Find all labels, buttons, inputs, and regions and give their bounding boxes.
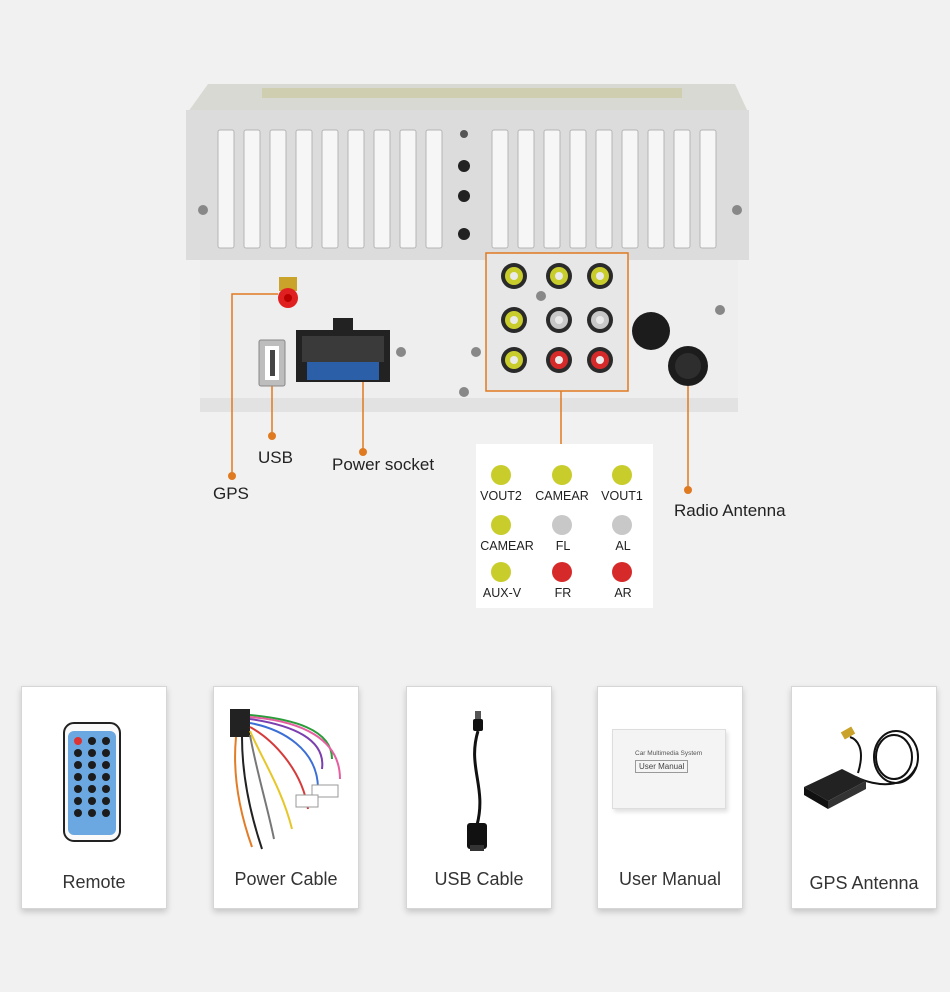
accessory-label: Remote (62, 872, 126, 892)
rca-jack (587, 307, 613, 333)
manual-cover-line-1: Car Multimedia System (635, 750, 703, 757)
rca-legend-label: FL (555, 539, 571, 553)
rca-legend-label: AUX-V (482, 586, 522, 600)
rca-legend-label: CAMEAR (480, 539, 534, 553)
gps-label: GPS (213, 484, 249, 503)
rca-dot (552, 515, 572, 535)
antenna-plug (632, 312, 670, 350)
rca-dot (491, 515, 511, 535)
rca-dot (612, 515, 632, 535)
power-socket (296, 318, 390, 382)
head-unit-illustration (186, 84, 749, 494)
accessory-card-remote: Remote (21, 686, 167, 909)
manual-cover-line-2: User Manual (635, 760, 689, 773)
usb-cable-icon (467, 711, 487, 851)
rca-dot (491, 465, 511, 485)
accessory-label: GPS Antenna (809, 873, 919, 893)
gps-connector (278, 277, 298, 308)
callout-lines (231, 293, 689, 490)
rca-legend-label: AL (615, 539, 631, 553)
rca-dot (552, 465, 572, 485)
rca-jack (501, 307, 527, 333)
heatsink-fins (217, 129, 717, 249)
rca-jack (546, 307, 572, 333)
rca-legend: VOUT2 CAMEAR VOUT1 CAMEAR FL AL AUX-V FR… (476, 444, 653, 608)
accessory-label: Power Cable (234, 869, 338, 889)
remote-control-icon (63, 722, 121, 842)
rca-legend-label: FR (554, 586, 572, 600)
rca-legend-label: AR (614, 586, 632, 600)
accessory-card-gps-antenna: GPS Antenna (791, 686, 937, 909)
rca-jack (587, 347, 613, 373)
accessory-card-user-manual: Car Multimedia System User Manual User M… (597, 686, 743, 909)
accessory-label: USB Cable (434, 869, 524, 889)
radio-antenna-label: Radio Antenna (674, 501, 786, 520)
rca-dot (491, 562, 511, 582)
rca-legend-label: VOUT2 (480, 489, 522, 503)
power-socket-label: Power socket (332, 455, 435, 474)
accessory-card-power-cable: Power Cable (213, 686, 359, 909)
rca-jack (501, 263, 527, 289)
rca-jack (501, 347, 527, 373)
usb-port (258, 339, 286, 387)
gps-antenna-icon (804, 726, 919, 809)
rca-jack (546, 347, 572, 373)
power-cable-icon (230, 709, 341, 850)
user-manual-booklet: Car Multimedia System User Manual (612, 729, 726, 809)
rca-legend-label: CAMEAR (535, 489, 589, 503)
rca-dot (552, 562, 572, 582)
usb-label: USB (258, 448, 293, 467)
accessory-label: User Manual (618, 869, 722, 889)
rca-legend-label: VOUT1 (601, 489, 643, 503)
rca-dot (612, 562, 632, 582)
rca-jack (587, 263, 613, 289)
rca-dot (612, 465, 632, 485)
accessory-card-usb-cable: USB Cable (406, 686, 552, 909)
rca-jack (546, 263, 572, 289)
